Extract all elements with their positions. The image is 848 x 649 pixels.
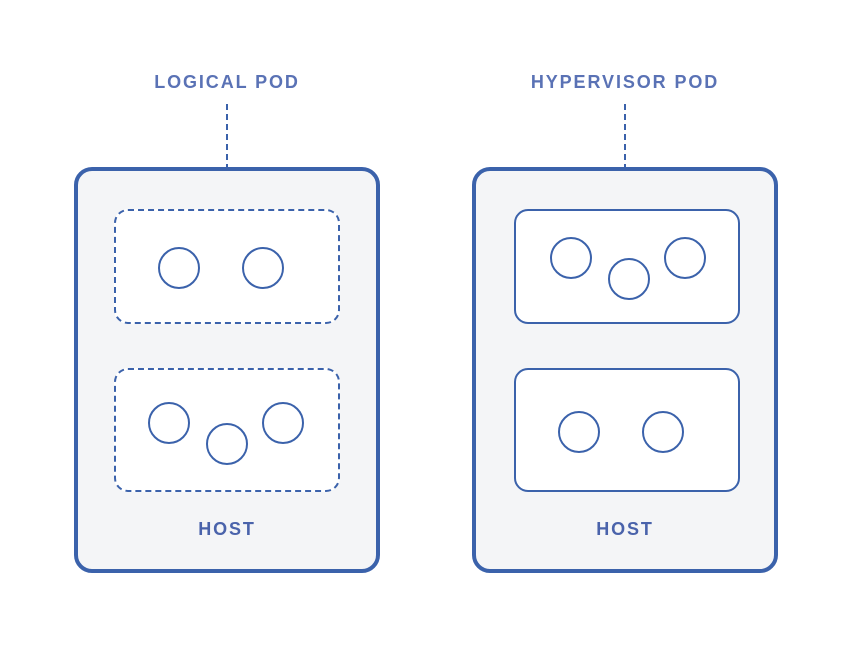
pod-group-logical-1 [114,209,340,324]
vm-circle [550,237,592,279]
host-label-logical: HOST [198,519,256,539]
container-circle [158,247,200,289]
vm-circle [642,411,684,453]
pod-label-logical: LOGICAL POD [154,72,300,92]
vm-circle [558,411,600,453]
pod-label-hypervisor: HYPERVISOR POD [530,72,720,92]
leader-line-logical [226,104,228,210]
leader-line-hypervisor [624,104,626,210]
container-circle [148,402,190,444]
pod-group-logical-2 [114,368,340,492]
container-circle [242,247,284,289]
vm-circle [664,237,706,279]
vm-circle [608,258,650,300]
pod-group-hypervisor-1 [514,209,740,324]
pod-group-hypervisor-2 [514,368,740,492]
host-label-hypervisor: HOST [596,519,654,539]
container-circle [206,423,248,465]
container-circle [262,402,304,444]
